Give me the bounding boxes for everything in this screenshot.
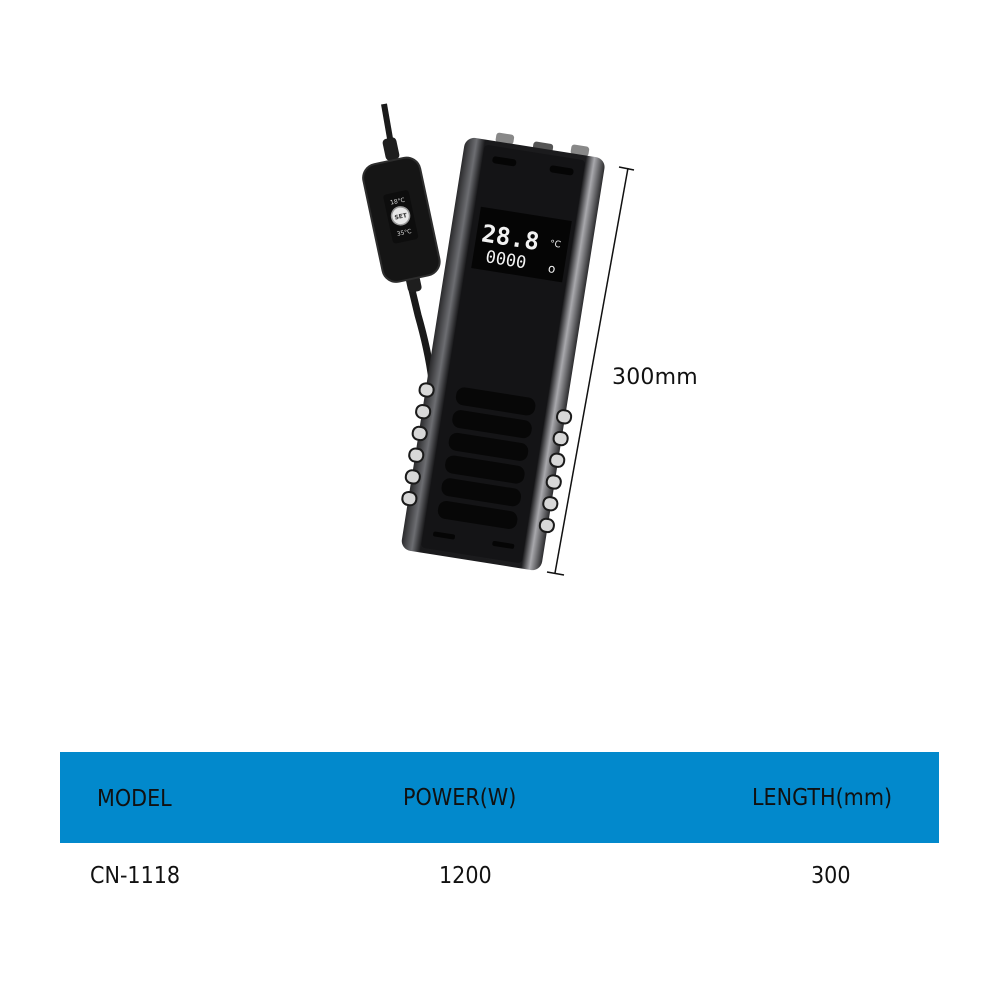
column-header-length: LENGTH(mm) xyxy=(752,785,893,811)
dimension-label: 300mm xyxy=(612,365,698,390)
svg-text:SET: SET xyxy=(394,212,409,222)
lcd-display xyxy=(471,206,572,283)
cell-model: CN-1118 xyxy=(90,863,181,889)
cell-length: 300 xyxy=(811,863,851,889)
heater-body: 28.8 °C 0000 o xyxy=(401,132,605,571)
vent-slots xyxy=(437,387,536,529)
spec-table-header xyxy=(60,752,939,843)
temperature-controller: 18°C SET 35°C xyxy=(362,156,441,283)
svg-text:o: o xyxy=(547,261,556,276)
product-image: 18°C SET 35°C 28.8 °C 0000 o xyxy=(362,103,635,576)
lcd-temperature-unit: °C xyxy=(549,239,561,251)
column-header-power: POWER(W) xyxy=(403,785,517,811)
set-button xyxy=(390,206,411,226)
side-grips xyxy=(401,382,573,534)
controller-max-temp: 18°C xyxy=(390,197,406,207)
column-header-model: MODEL xyxy=(97,786,172,812)
cell-power: 1200 xyxy=(439,863,492,889)
dimension-line xyxy=(546,166,635,576)
controller-min-temp: 35°C xyxy=(396,228,412,238)
